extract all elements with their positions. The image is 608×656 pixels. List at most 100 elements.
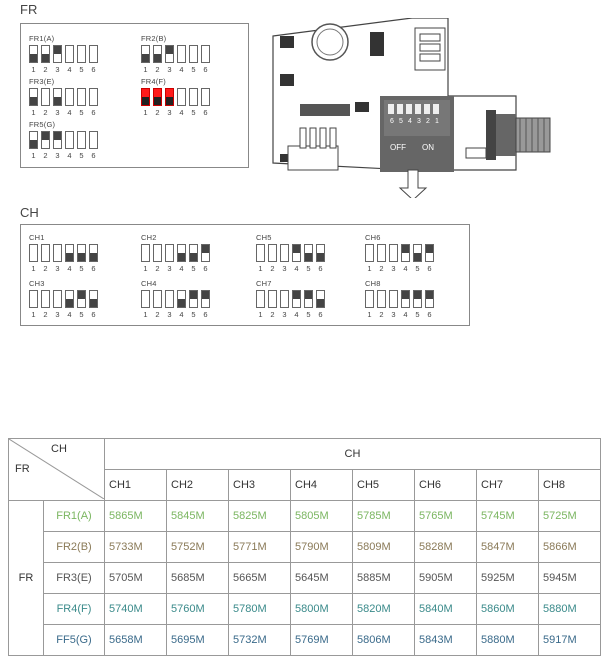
dip-group-label: FR4(F) [141, 77, 166, 86]
table-column-header: CH4 [290, 469, 353, 501]
dip-switch [401, 244, 410, 262]
dip-switch-number: 3 [55, 65, 60, 74]
dip-switch-number: 5 [415, 310, 420, 319]
table-corner-cell: CH FR [8, 438, 105, 501]
dip-group-label: CH7 [256, 279, 272, 288]
table-cell: 5840M [414, 593, 477, 625]
dip-switch [65, 290, 74, 308]
dip-switch [89, 244, 98, 262]
dip-number-4: 4 [408, 118, 412, 125]
dip-switch-number: 1 [367, 264, 372, 273]
table-header-row-1: CH FR CH [8, 438, 601, 501]
dip-switch-number: 2 [155, 65, 160, 74]
dip-switch-number: 4 [67, 65, 72, 74]
dip-switch-number: 3 [167, 108, 172, 117]
dip-switch [165, 290, 174, 308]
dip-switch-number: 3 [282, 310, 287, 319]
table-cell: 5685M [166, 562, 229, 594]
dip-switch [29, 244, 38, 262]
dip-switch [425, 244, 434, 262]
dip-group-label: CH3 [29, 279, 45, 288]
dip-number-3: 3 [417, 118, 421, 125]
dip-switch [268, 244, 277, 262]
dip-switch-number: 6 [203, 310, 208, 319]
dip-switch-number: 2 [43, 310, 48, 319]
dip-switch [201, 290, 210, 308]
dip-switch-number: 4 [403, 310, 408, 319]
table-cell: 5760M [166, 593, 229, 625]
dip-switch-number: 6 [203, 264, 208, 273]
dip-switch-number: 3 [391, 264, 396, 273]
dip-switch [41, 45, 50, 63]
dip-switch [280, 244, 289, 262]
dip-switch-number: 1 [31, 65, 36, 74]
dip-switch-number: 6 [318, 310, 323, 319]
dip-switch-number: 3 [391, 310, 396, 319]
dip-switch [153, 290, 162, 308]
dip-switch-knob [66, 253, 73, 261]
dip-switch-number: 5 [79, 65, 84, 74]
dip-switch [389, 290, 398, 308]
dip-switch-knob [293, 245, 300, 253]
dip-switch-number: 3 [167, 310, 172, 319]
dip-switch-number: 6 [318, 264, 323, 273]
dip-switch-number: 1 [143, 264, 148, 273]
module-board-drawing: 6 5 4 3 2 1 OFF ON [272, 17, 551, 201]
dip-switch-number: 5 [191, 108, 196, 117]
dip-switch-knob [30, 140, 37, 148]
dip-number-6: 6 [390, 118, 394, 125]
dip-switch-number: 5 [79, 264, 84, 273]
dip-switch [316, 290, 325, 308]
dip-switch-number: 6 [203, 108, 208, 117]
dip-switch [77, 45, 86, 63]
dip-switch-knob [305, 253, 312, 261]
dip-switch [41, 290, 50, 308]
table-cell: 5866M [538, 531, 601, 563]
dip-switch-knob [30, 97, 37, 105]
table-cell: 5845M [166, 500, 229, 532]
table-column-header: CH7 [476, 469, 539, 501]
dip-switch [41, 131, 50, 149]
dip-switch [401, 290, 410, 308]
dip-switch-number: 5 [191, 264, 196, 273]
dip-switch-knob [42, 54, 49, 62]
dip-switch [65, 88, 74, 106]
dip-switch-number: 6 [427, 264, 432, 273]
dip-switch-number: 2 [155, 310, 160, 319]
corner-ch-label: CH [51, 443, 67, 455]
dip-switch-number: 2 [270, 264, 275, 273]
dip-switch [292, 290, 301, 308]
dip-switch-number: 4 [67, 108, 72, 117]
dip-switch-knob [154, 54, 161, 62]
dip-switch [53, 244, 62, 262]
dip-switch [89, 88, 98, 106]
table-column-header: CH5 [352, 469, 415, 501]
table-cell: 5665M [228, 562, 291, 594]
table-cell: 5809M [352, 531, 415, 563]
table-column-header: CH8 [538, 469, 601, 501]
dip-switch-number: 2 [379, 264, 384, 273]
dip-switch [41, 244, 50, 262]
dip-switch [201, 45, 210, 63]
dip-switch-number: 6 [427, 310, 432, 319]
dip-switch-knob [414, 291, 421, 299]
dip-switch-number: 1 [31, 151, 36, 160]
table-cell: 5800M [290, 593, 353, 625]
dip-switch [177, 244, 186, 262]
dip-switch-number: 4 [179, 264, 184, 273]
dip-switch [201, 88, 210, 106]
dip-switch-number: 4 [179, 108, 184, 117]
dip-switch [177, 290, 186, 308]
dip-switch [377, 290, 386, 308]
dip-switch-number: 5 [191, 65, 196, 74]
dip-switch-knob [90, 299, 97, 307]
dip-switch-knob [54, 97, 61, 105]
table-cell: 5820M [352, 593, 415, 625]
dip-switch-knob [166, 97, 173, 105]
dip-switch-number: 4 [67, 310, 72, 319]
table-cell: 5765M [414, 500, 477, 532]
